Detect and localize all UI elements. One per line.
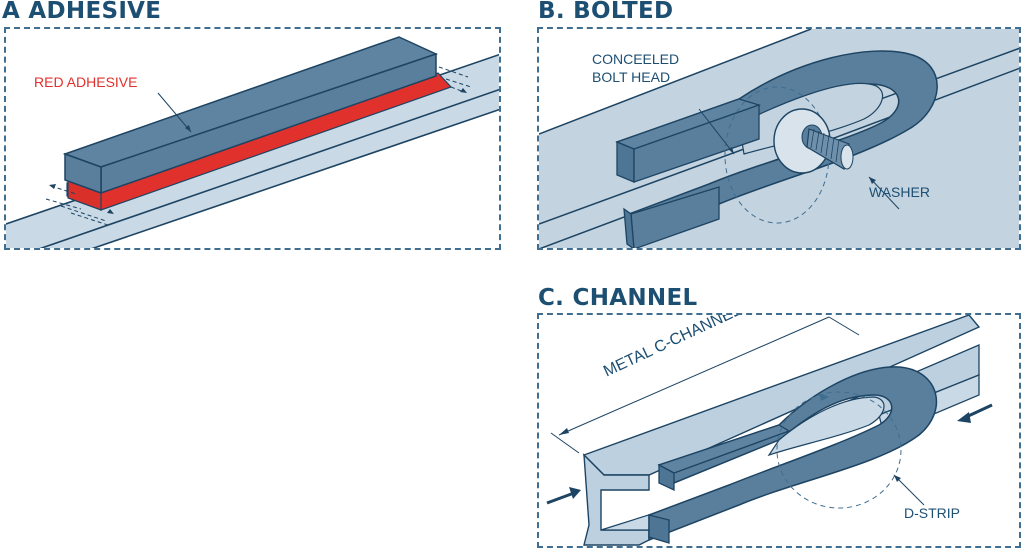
panel-adhesive: RED ADHESIVE: [4, 27, 501, 250]
panel-title-channel: C. CHANNEL: [538, 285, 698, 311]
adhesive-pointer: [157, 92, 192, 133]
washer-pointer: [868, 176, 900, 210]
bolt-head-pointer: [698, 108, 735, 155]
label-red-adhesive: RED ADHESIVE: [34, 74, 138, 90]
upper-strip-front: [616, 141, 635, 183]
label-washer: WASHER: [869, 184, 930, 200]
motion-lines-left: [45, 185, 112, 227]
motion-lines-right: [438, 66, 472, 93]
rail-edge-mid: [39, 88, 499, 248]
arrowhead-right-end-icon: [460, 88, 467, 93]
arrowhead-icon: [559, 428, 569, 435]
label-d-strip: D-STRIP: [904, 505, 960, 521]
arrowhead-right-icon: [107, 209, 114, 214]
arrowhead-icon: [894, 475, 901, 482]
d-strip-loop: [648, 366, 938, 542]
panel-title-adhesive: A ADHESIVE: [2, 0, 162, 24]
channel-illustration: [546, 315, 993, 546]
dimension-line: [558, 316, 830, 436]
upper-strip-front: [658, 463, 675, 492]
panel-title-bolted: B. BOLTED: [538, 0, 674, 24]
arrowhead-icon: [185, 125, 191, 132]
label-concealed-bolt-head-1: CONCEELED: [592, 51, 680, 67]
panel-channel: METAL C-CHANNEL D-STRIP: [537, 313, 1021, 548]
bolted-illustration: [539, 29, 1019, 248]
lower-strip-front: [648, 514, 670, 544]
strip-front-face: [64, 152, 102, 195]
rail-edge-bottom: [91, 108, 499, 248]
bolt-thread-lines: [810, 128, 840, 163]
push-arrow-left: [546, 491, 575, 505]
bolt-tip: [840, 144, 854, 170]
loop-inner-hole: [767, 396, 885, 457]
dimension-ext-left: [550, 432, 580, 454]
arrow-right-icon: [569, 487, 581, 499]
dashed-arrow-icon: [819, 393, 829, 401]
label-concealed-bolt-head-2: BOLT HEAD: [592, 69, 671, 85]
lower-strip-lip: [623, 207, 635, 248]
adhesive-illustration: [6, 36, 499, 248]
dimension-ext-right: [828, 316, 860, 336]
arrowhead-icon: [728, 147, 734, 154]
d-strip-dashed-outline: [776, 391, 902, 509]
panel-bolted: CONCEELED BOLT HEAD WASHER: [537, 27, 1021, 250]
arrowhead-left-icon: [49, 184, 56, 189]
rail-line-top: [539, 29, 812, 135]
upper-strip-side: [633, 104, 760, 183]
arrow-left-icon: [957, 412, 971, 423]
arrowhead-icon: [869, 177, 876, 184]
